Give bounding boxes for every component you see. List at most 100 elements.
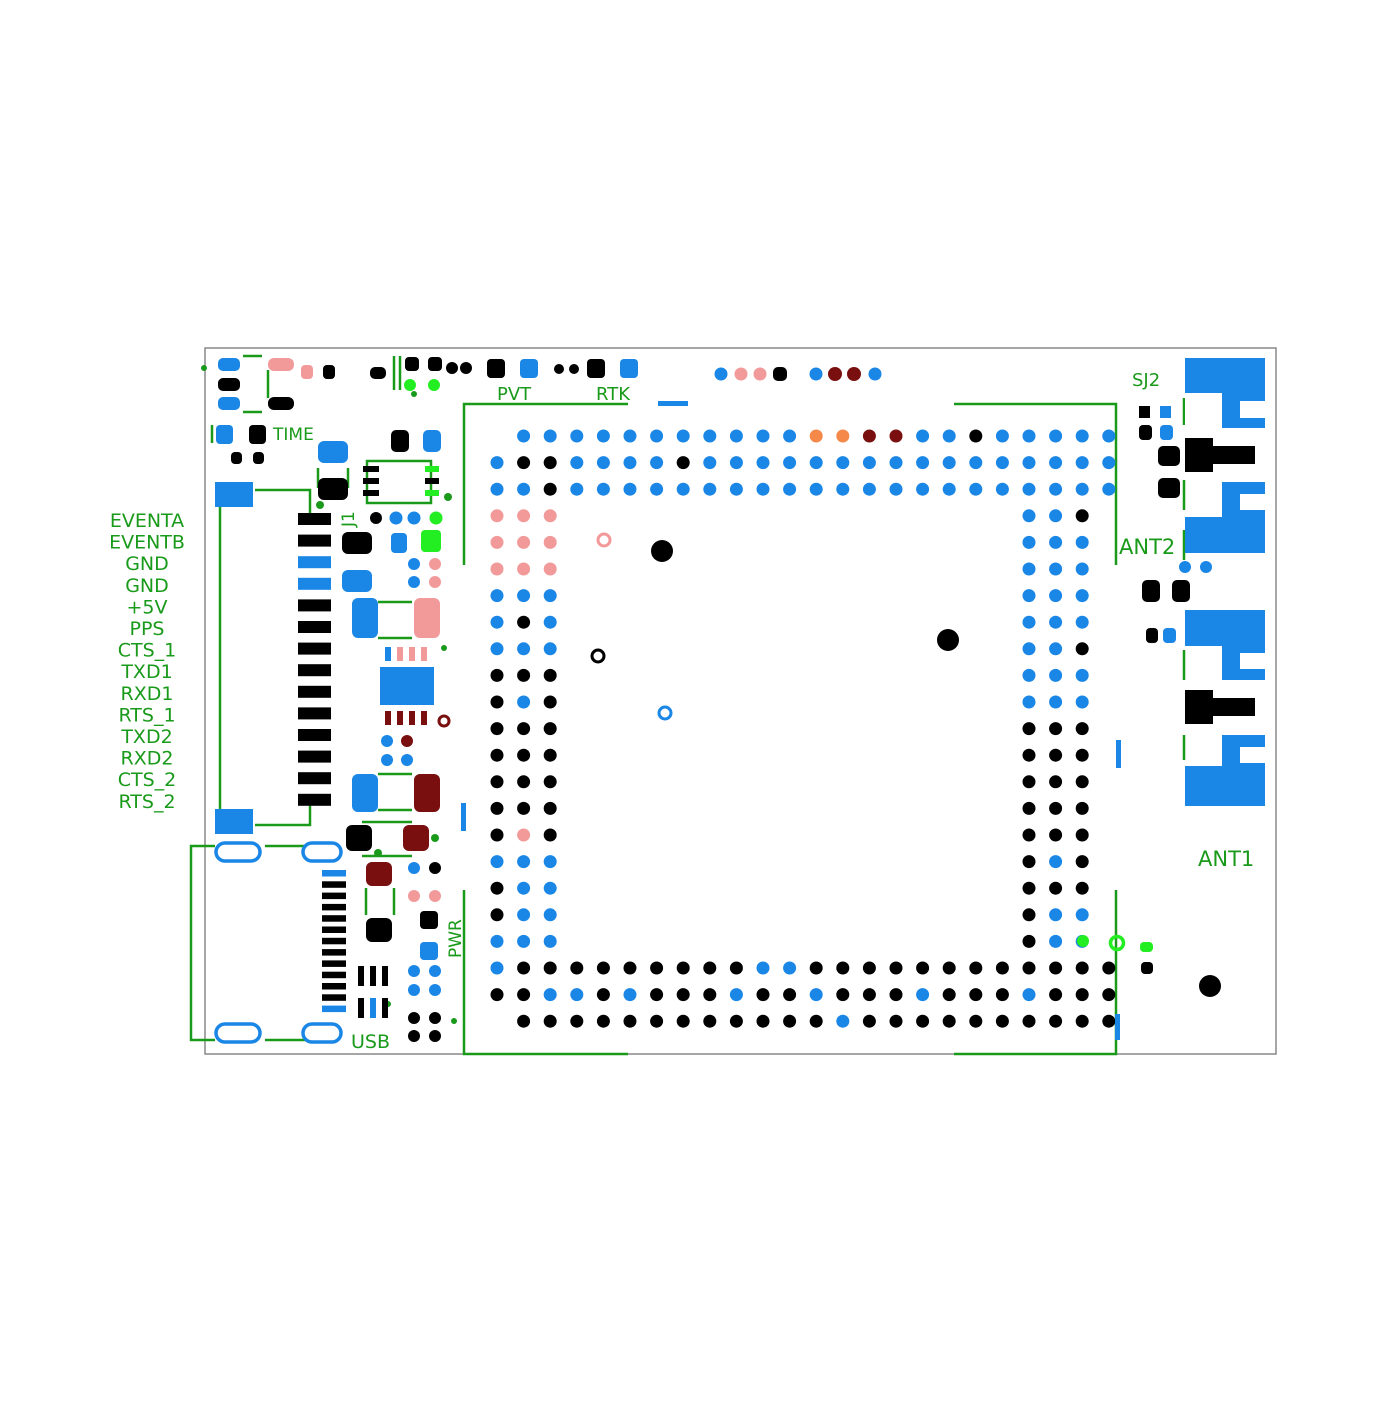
module-pad	[543, 589, 557, 603]
module-pad	[1049, 482, 1063, 496]
usb-pin	[322, 915, 346, 922]
module-pad	[969, 456, 983, 470]
module-pad	[783, 429, 797, 443]
header-pad	[298, 793, 331, 806]
module-pad	[729, 482, 743, 496]
label-usb: USB	[351, 1031, 390, 1053]
module-pad	[543, 695, 557, 709]
header-pad	[298, 599, 331, 612]
module-pad	[729, 961, 743, 975]
module-pad	[676, 456, 690, 470]
pin-label: PPS	[130, 618, 165, 640]
module-pad	[889, 988, 903, 1002]
module-pad	[729, 1014, 743, 1028]
module-pad	[809, 1014, 823, 1028]
module-pad	[1022, 615, 1036, 629]
module-pad	[490, 456, 504, 470]
header-pad	[298, 642, 331, 655]
module-pad	[1049, 668, 1063, 682]
module-pad	[543, 934, 557, 948]
module-pad	[1049, 828, 1063, 842]
module-pad	[703, 961, 717, 975]
module-pad	[517, 775, 531, 789]
pin-label: TXD2	[120, 726, 172, 748]
pin-label: CTS_1	[118, 640, 177, 662]
module-pad	[676, 988, 690, 1002]
header-pad	[298, 556, 331, 569]
module-pad	[1049, 562, 1063, 576]
module-pad	[517, 509, 531, 523]
module-pad	[756, 456, 770, 470]
module-pad	[1022, 828, 1036, 842]
module-pad	[543, 908, 557, 922]
pin-label: RXD2	[121, 748, 174, 770]
module-pad	[543, 535, 557, 549]
module-pad	[703, 429, 717, 443]
module-pad	[623, 961, 637, 975]
module-pad	[1022, 801, 1036, 815]
module-pad	[1075, 961, 1089, 975]
module-pad	[836, 482, 850, 496]
module-pad	[543, 642, 557, 656]
module-pad	[517, 988, 531, 1002]
module-pad	[490, 482, 504, 496]
pin-label: EVENTA	[110, 510, 184, 532]
module-pad	[783, 961, 797, 975]
label-j1: J1	[339, 511, 359, 528]
module-pad	[1022, 535, 1036, 549]
module-pad	[490, 695, 504, 709]
module-pad	[623, 988, 637, 1002]
module-pad	[1075, 881, 1089, 895]
label-ant2: ANT2	[1119, 535, 1175, 559]
module-pad	[490, 908, 504, 922]
header-pad	[298, 621, 331, 633]
module-pad	[1075, 642, 1089, 656]
module-pad	[836, 988, 850, 1002]
module-pad	[676, 961, 690, 975]
usb-pin	[322, 870, 346, 877]
module-pad	[1075, 908, 1089, 922]
right-side-components	[1077, 358, 1265, 1040]
module-pad	[1075, 775, 1089, 789]
module-pad	[783, 482, 797, 496]
module-pad	[942, 456, 956, 470]
module-pad	[517, 722, 531, 736]
module-pad	[490, 668, 504, 682]
module-pad	[517, 748, 531, 762]
module-pad	[543, 456, 557, 470]
module-pad	[862, 482, 876, 496]
module-pad	[490, 562, 504, 576]
pin-label: EVENTB	[109, 532, 185, 554]
header-pad	[298, 772, 331, 785]
module-pad	[543, 961, 557, 975]
label-time: TIME	[272, 425, 314, 445]
module-pad	[490, 748, 504, 762]
module-pad	[969, 988, 983, 1002]
module-pad	[1022, 482, 1036, 496]
module-pad	[517, 828, 531, 842]
module-pad	[942, 429, 956, 443]
usb-pin	[322, 937, 346, 945]
header-pad	[298, 534, 331, 547]
module-pad	[543, 801, 557, 815]
module-pad	[517, 855, 531, 869]
module-pad	[1022, 642, 1036, 656]
usb-pins	[322, 870, 346, 1013]
module-pad	[650, 456, 664, 470]
module-pad	[1022, 855, 1036, 869]
module-pad	[1049, 801, 1063, 815]
module-pad	[1022, 961, 1036, 975]
module-pad	[1102, 456, 1116, 470]
module-pad	[623, 429, 637, 443]
module-pad	[1075, 668, 1089, 682]
module-pad	[1022, 695, 1036, 709]
module-pad	[570, 961, 584, 975]
module-pad	[942, 988, 956, 1002]
module-pad	[490, 855, 504, 869]
module-pad	[1049, 934, 1063, 948]
module-pad	[916, 456, 930, 470]
module-interior-features	[590, 532, 959, 721]
module-pad	[596, 961, 610, 975]
module-pad	[1075, 722, 1089, 736]
module-pad	[1102, 988, 1116, 1002]
